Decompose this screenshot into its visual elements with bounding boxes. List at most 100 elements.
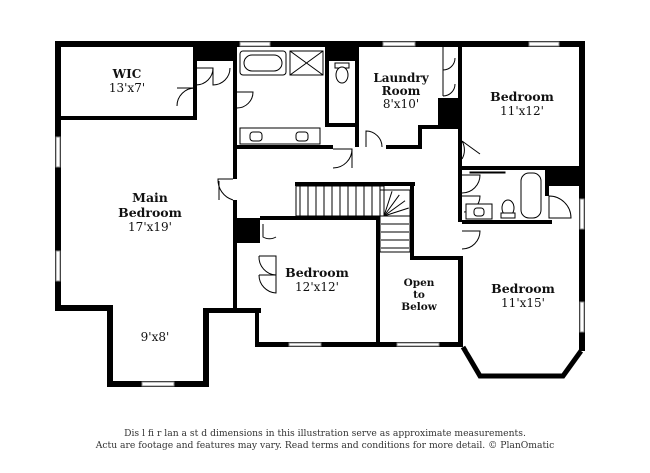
wall-wc-bottom <box>325 123 359 127</box>
wall-top <box>55 41 585 47</box>
window <box>579 198 585 230</box>
closet-door <box>442 47 456 71</box>
stair-winder <box>383 191 393 217</box>
sink <box>249 131 263 142</box>
room-name-main-line2: Bedroom <box>118 205 182 220</box>
room-name-open-line3: Below <box>401 301 438 313</box>
door-swing <box>332 148 353 169</box>
room-name-laundry-line2: Room <box>382 84 421 98</box>
room-name-main-line1: Main <box>132 190 168 205</box>
room-dim-wic: 13'x7' <box>109 81 145 95</box>
window <box>382 41 416 47</box>
wall-alcove-left <box>55 305 113 311</box>
fixtures <box>239 50 542 220</box>
window <box>288 342 322 347</box>
door-swing <box>461 230 481 250</box>
door-swing <box>365 130 383 148</box>
wall-bed-c-left <box>255 313 259 346</box>
room-name-open-line1: Open <box>404 277 435 289</box>
room-name-open-line2: to <box>413 289 425 301</box>
disclaimer-line-1: Dis l fi r lan a st d dimensions in this… <box>124 428 526 439</box>
window <box>239 41 271 47</box>
wall-stair-top <box>295 182 415 186</box>
wall-column <box>236 218 260 243</box>
window <box>579 301 585 333</box>
wall-main-right-lower <box>233 200 237 313</box>
stair-winders <box>379 189 411 253</box>
wall-alcove-rside <box>203 308 209 387</box>
wall-block-tl <box>193 47 237 61</box>
wall-stair-right <box>410 182 414 260</box>
door-swing <box>176 87 196 107</box>
window <box>141 381 175 387</box>
wall-alcove-lside <box>107 305 113 387</box>
wall-block-wc <box>325 47 359 61</box>
wall-laundry-left <box>355 47 359 147</box>
wall-left <box>55 41 61 311</box>
wall-alcove-top <box>203 308 261 313</box>
room-name-wic: WIC <box>112 67 142 81</box>
staircase <box>295 185 385 217</box>
stair-winder <box>383 200 406 217</box>
wall-open-left <box>376 216 380 344</box>
bathtub-2 <box>520 172 542 219</box>
wall-laundry-corner <box>418 125 422 149</box>
wall-bed-ne-bottom <box>462 166 585 170</box>
door-swing <box>262 224 277 240</box>
window <box>55 136 61 168</box>
sink-2 <box>473 207 485 217</box>
window <box>396 342 440 347</box>
wall-bath2-right <box>545 186 549 196</box>
toilet-2-tank <box>500 212 516 219</box>
toilet-bowl <box>335 66 349 84</box>
window <box>528 41 560 47</box>
wall-bed-c-top <box>260 216 380 220</box>
disclaimer-line-2: Actu are footage and features may vary. … <box>95 440 555 451</box>
wall-wic-right <box>193 47 197 120</box>
wall-bed-ne-left <box>458 47 462 222</box>
room-dim-main: 17'x19' <box>128 220 172 234</box>
wall-bath2-bottom <box>462 220 552 224</box>
wall-bath-right <box>325 47 329 127</box>
wall-hall-bottom <box>410 256 462 260</box>
wall-laundry-bottom <box>386 145 421 149</box>
shower-diagonal <box>289 50 324 76</box>
room-name-bedroom-center: Bedroom <box>285 265 349 280</box>
wall-wic-bottom <box>61 116 195 120</box>
windows <box>55 41 585 387</box>
wall-laundry-bottom-right <box>418 125 460 129</box>
walls <box>55 41 585 387</box>
door-swing <box>461 174 481 194</box>
bay-window <box>460 345 584 379</box>
closet-door <box>442 70 456 97</box>
room-dim-bedroom-se: 11'x15' <box>501 296 545 310</box>
stair-winder <box>383 194 400 217</box>
stair-winder <box>383 207 409 217</box>
door-swing <box>548 195 572 219</box>
shelf-line <box>469 171 506 174</box>
door-swing <box>461 140 481 160</box>
window <box>55 250 61 282</box>
stair-landing <box>379 189 411 253</box>
wall-bottom-center <box>255 342 463 347</box>
doors <box>176 47 572 294</box>
room-name-laundry-line1: Laundry <box>373 71 429 85</box>
room-name-bedroom-se: Bedroom <box>491 281 555 296</box>
bathtub-basin <box>243 54 283 72</box>
door-swing <box>236 91 254 109</box>
room-name-bedroom-ne: Bedroom <box>490 89 554 104</box>
door-swing <box>212 67 231 86</box>
room-dim-laundry: 8'x10' <box>383 97 419 111</box>
room-dim-bedroom-center: 12'x12' <box>295 280 339 294</box>
wall-right-lower <box>579 181 585 351</box>
room-dim-bedroom-ne: 11'x12' <box>500 104 544 118</box>
wall-bath-bottom <box>237 145 333 149</box>
door-swing <box>217 178 234 201</box>
room-dim-alcove: 9'x8' <box>141 330 170 344</box>
wall-main-right-upper <box>233 61 237 179</box>
room-labels: WIC 13'x7' Main Bedroom 17'x19' 9'x8' La… <box>109 67 555 344</box>
wall-right-upper <box>579 41 585 181</box>
door-swing <box>258 255 277 276</box>
wall-block-bath2 <box>545 166 585 186</box>
